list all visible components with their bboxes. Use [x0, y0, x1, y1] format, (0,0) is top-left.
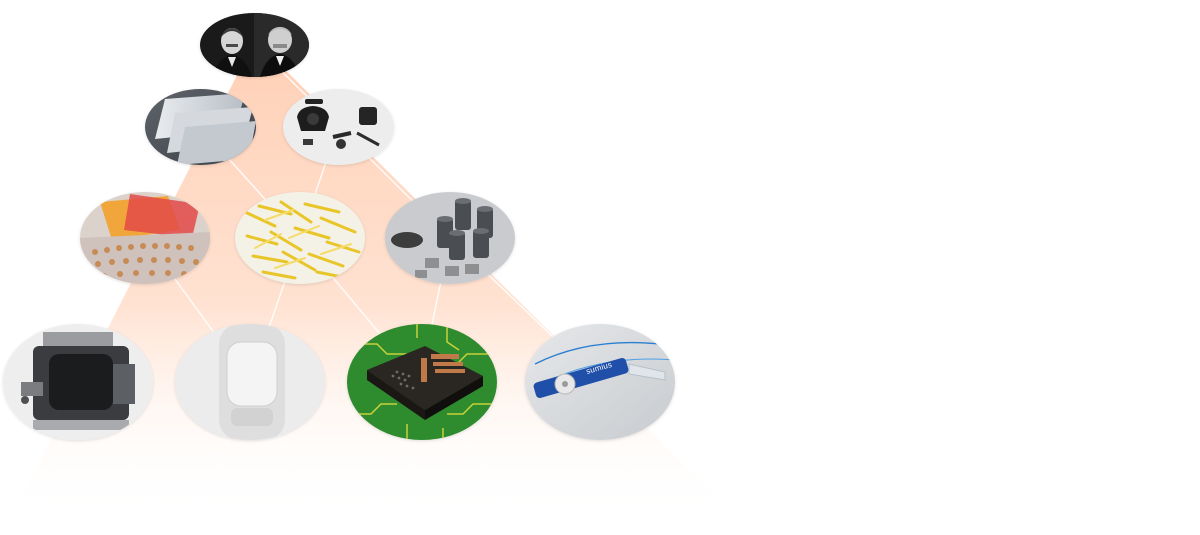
telephone-parts-image	[283, 89, 394, 165]
circuit-board-chip-image	[347, 324, 497, 440]
yellow-fibers-image	[235, 192, 365, 284]
metal-sheets-image	[145, 89, 256, 165]
electric-motor-unit-image	[3, 324, 153, 440]
translucent-sheets-and-trays-image	[80, 192, 210, 284]
white-panel-device-image	[175, 324, 325, 440]
founders-portrait-image	[200, 13, 309, 77]
blue-medical-device-image: sumius	[525, 324, 675, 440]
ceramic-cylinders-image	[385, 192, 515, 284]
